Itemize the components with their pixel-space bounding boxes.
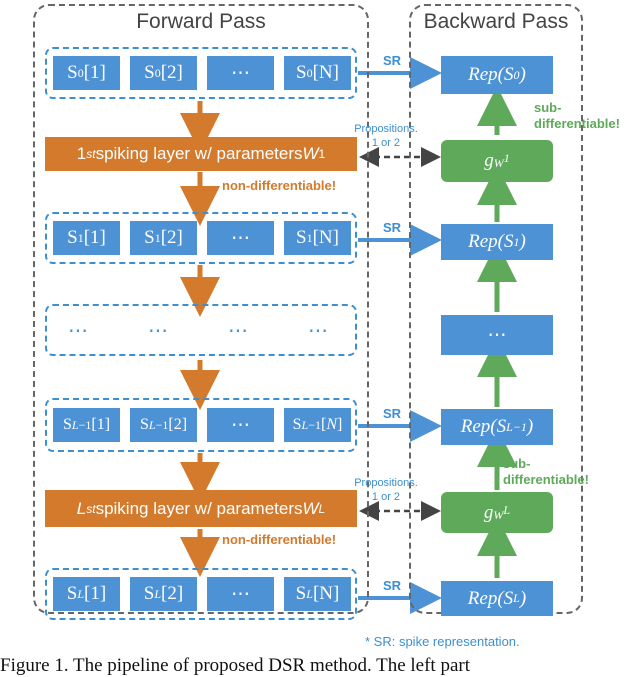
- sr-label-0: SR: [383, 53, 402, 68]
- sr-label-L: SR: [383, 578, 402, 593]
- footnote: * SR: spike representation.: [365, 634, 520, 649]
- spike-row-0: [45, 47, 357, 99]
- spike-row-L-minus-1: [45, 398, 357, 452]
- non-differentiable-note-L: non-differentiable!: [222, 532, 337, 547]
- sr-label-L1: SR: [383, 406, 402, 421]
- rep-dots: ⋯: [441, 315, 553, 355]
- ellipsis: ⋯: [308, 320, 328, 342]
- spike-cell: ⋯: [207, 408, 274, 442]
- propositions-label-L: Propositions.1 or 2: [354, 477, 418, 503]
- spike-row-L: [45, 568, 357, 620]
- sub-differentiable-note-L: sub-differentiable!: [503, 456, 589, 487]
- backward-pass-title: Backward Pass: [423, 10, 569, 33]
- spike-cell: ⋯: [207, 577, 274, 611]
- ellipsis: ⋯: [148, 320, 168, 342]
- spike-cell: ⋯: [207, 56, 274, 90]
- propositions-label-1: Propositions.1 or 2: [354, 123, 418, 149]
- sr-label-1: SR: [383, 220, 402, 235]
- non-differentiable-note-1: non-differentiable!: [222, 178, 337, 193]
- figure-caption: Figure 1. The pipeline of proposed DSR m…: [0, 655, 470, 676]
- ellipsis: ⋯: [68, 320, 88, 342]
- sub-differentiable-note-1: sub-differentiable!: [534, 100, 620, 131]
- spike-row-1: [45, 212, 357, 264]
- spike-cell: ⋯: [207, 221, 274, 255]
- forward-pass-frame: [33, 4, 369, 614]
- forward-pass-title: Forward Pass: [136, 10, 266, 33]
- spike-row-dots: [45, 304, 357, 356]
- ellipsis: ⋯: [228, 320, 248, 342]
